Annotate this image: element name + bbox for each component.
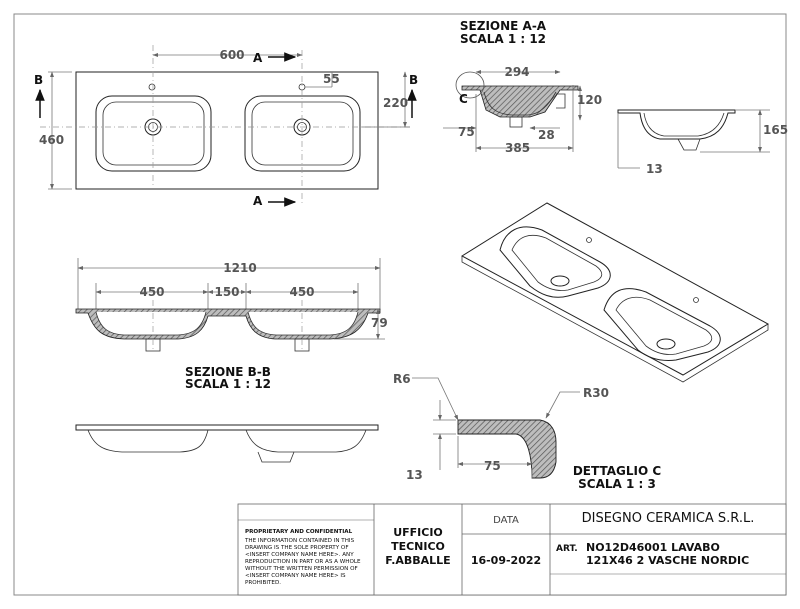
- dim-aa-120: 120: [577, 93, 602, 107]
- title-block: PROPRIETARY AND CONFIDENTIAL THE INFORMA…: [237, 503, 787, 596]
- office-line-1: UFFICIO: [393, 526, 443, 539]
- designer-name: F.ABBALLE: [385, 554, 450, 567]
- dim-55: 55: [323, 72, 340, 86]
- isometric-view: [461, 202, 770, 383]
- front-elevation: [75, 424, 379, 463]
- proprietary-line-1: THE INFORMATION CONTAINED IN THIS: [244, 538, 355, 544]
- proprietary-line-7: PROHIBITED.: [245, 580, 281, 586]
- proprietary-line-6: <INSERT COMPANY NAME HERE> IS: [245, 573, 346, 579]
- art-line-2: 121X46 2 VASCHE NORDIC: [586, 554, 749, 567]
- section-aa-scale: SCALA 1 : 12: [460, 32, 546, 46]
- proprietary-line-4: REPRODUCTION IN PART OR AS A WHOLE: [245, 559, 361, 565]
- dim-side-13: 13: [646, 162, 663, 176]
- proprietary-line-5: WITHOUT THE WRITTEN PERMISSION OF: [245, 566, 358, 572]
- section-a-a-view: SEZIONE A-A SCALA 1 : 12 C 294 120 75 28…: [443, 19, 602, 155]
- dim-aa-294: 294: [504, 65, 529, 79]
- dim-aa-28: 28: [538, 128, 555, 142]
- section-b-marker-right: B: [409, 73, 418, 87]
- proprietary-heading: PROPRIETARY AND CONFIDENTIAL: [245, 529, 353, 535]
- proprietary-line-2: DRAWING IS THE SOLE PROPERTY OF: [245, 545, 349, 551]
- dim-aa-385: 385: [505, 141, 530, 155]
- section-bb-title: SEZIONE B-B: [185, 365, 271, 379]
- section-aa-title: SEZIONE A-A: [460, 19, 547, 33]
- section-a-marker-top: A: [253, 51, 263, 65]
- top-view: 600 55 220 460 A A B B: [34, 45, 418, 208]
- detail-c-scale: SCALA 1 : 3: [578, 477, 656, 491]
- dim-460: 460: [39, 133, 64, 147]
- section-a-marker-bottom: A: [253, 194, 263, 208]
- dim-aa-75: 75: [458, 125, 475, 139]
- art-line-1: NO12D46001 LAVABO: [586, 541, 720, 554]
- section-b-b-view: 1210 450 150 450 79 SEZIONE B-B SCALA 1 …: [75, 258, 388, 391]
- dim-det-r30: R30: [583, 386, 609, 400]
- dim-150: 150: [214, 285, 239, 299]
- detail-c-title: DETTAGLIO C: [573, 464, 662, 478]
- company-name: DISEGNO CERAMICA S.R.L.: [582, 511, 755, 526]
- dim-450-right: 450: [289, 285, 314, 299]
- detail-c-view: R6 R30 13 75 DETTAGLIO C SCALA 1 : 3: [393, 372, 661, 491]
- side-view: 165 13: [617, 109, 788, 176]
- office-line-2: TECNICO: [391, 540, 445, 553]
- dim-1210: 1210: [223, 261, 256, 275]
- date-label: DATA: [493, 515, 519, 526]
- proprietary-line-3: <INSERT COMPANY NAME HERE>. ANY: [245, 552, 354, 558]
- dim-220: 220: [383, 96, 408, 110]
- dim-79: 79: [371, 316, 388, 330]
- dim-600: 600: [219, 48, 244, 62]
- dim-450-left: 450: [139, 285, 164, 299]
- art-label: ART.: [556, 544, 578, 554]
- dim-side-165: 165: [763, 123, 788, 137]
- dim-det-75: 75: [484, 459, 501, 473]
- dim-det-13: 13: [406, 468, 423, 482]
- date-value: 16-09-2022: [471, 554, 541, 567]
- dim-det-r6: R6: [393, 372, 411, 386]
- detail-c-marker: C: [459, 92, 468, 106]
- section-bb-scale: SCALA 1 : 12: [185, 377, 271, 391]
- section-b-marker-left: B: [34, 73, 43, 87]
